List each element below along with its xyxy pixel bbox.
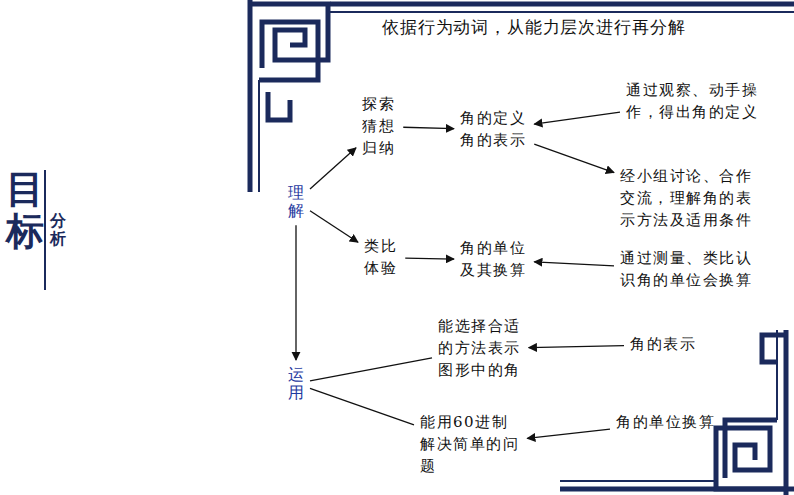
fret-lines — [45, 0, 794, 495]
activity-note: 通过测量、类比认识角的单位会换算 — [618, 246, 756, 294]
ability-level: 运用 — [286, 364, 306, 403]
arrow-connector — [310, 148, 356, 189]
goal-item: 能用60进制解决简单的问题 — [418, 410, 523, 479]
arrow-connector — [534, 112, 620, 124]
goal-item: 能选择合适的方法表示图形中的角 — [436, 314, 525, 383]
node-text: 探索 猜想 归纳 — [362, 94, 397, 159]
node-text: 经小组讨论、合作交流，理解角的表示方法及适用条件 — [620, 166, 754, 231]
arrow-connector — [403, 127, 454, 128]
node-text: 角的定义 角的表示 — [460, 108, 528, 152]
arrow-connector — [527, 429, 610, 438]
content-item: 角的单位 及其换算 — [458, 236, 530, 284]
action-verbs: 类比 体验 — [362, 234, 401, 282]
arrow-connector — [534, 144, 614, 172]
content-item: 角的定义 角的表示 — [458, 106, 530, 154]
node-text: 理解 — [288, 184, 304, 219]
arrow-connector — [310, 358, 432, 381]
arrow-connector — [295, 225, 296, 360]
content-item: 角的单位换算 — [614, 410, 719, 436]
arrow-connector — [310, 388, 414, 424]
node-text: 类比 体验 — [364, 236, 399, 280]
node-text: 角的单位 及其换算 — [460, 238, 528, 282]
node-text: 能用60进制解决简单的问题 — [420, 412, 521, 477]
side-label: 分析 — [50, 212, 66, 247]
arrow-connector — [310, 211, 358, 242]
slide-title: 依据行为动词，从能力层次进行再分解 — [382, 16, 685, 39]
arrow-connector — [534, 262, 614, 266]
node-text: 角的单位换算 — [616, 412, 717, 434]
node-text: 角的表示 — [630, 334, 698, 356]
arrow-connector — [405, 258, 454, 260]
node-text: 能选择合适的方法表示图形中的角 — [438, 316, 523, 381]
activity-note: 经小组讨论、合作交流，理解角的表示方法及适用条件 — [618, 164, 756, 233]
node-text: 运用 — [288, 366, 304, 401]
node-text: 通过测量、类比认识角的单位会换算 — [620, 248, 754, 292]
arrow-connector — [529, 346, 624, 348]
node-text: 通过观察、动手操作，得出角的定义 — [626, 80, 760, 124]
side-label: 目标 — [6, 168, 44, 252]
action-verbs: 探索 猜想 归纳 — [360, 92, 399, 161]
activity-note: 通过观察、动手操作，得出角的定义 — [624, 78, 762, 126]
content-item: 角的表示 — [628, 332, 700, 358]
ability-level: 理解 — [286, 182, 306, 221]
